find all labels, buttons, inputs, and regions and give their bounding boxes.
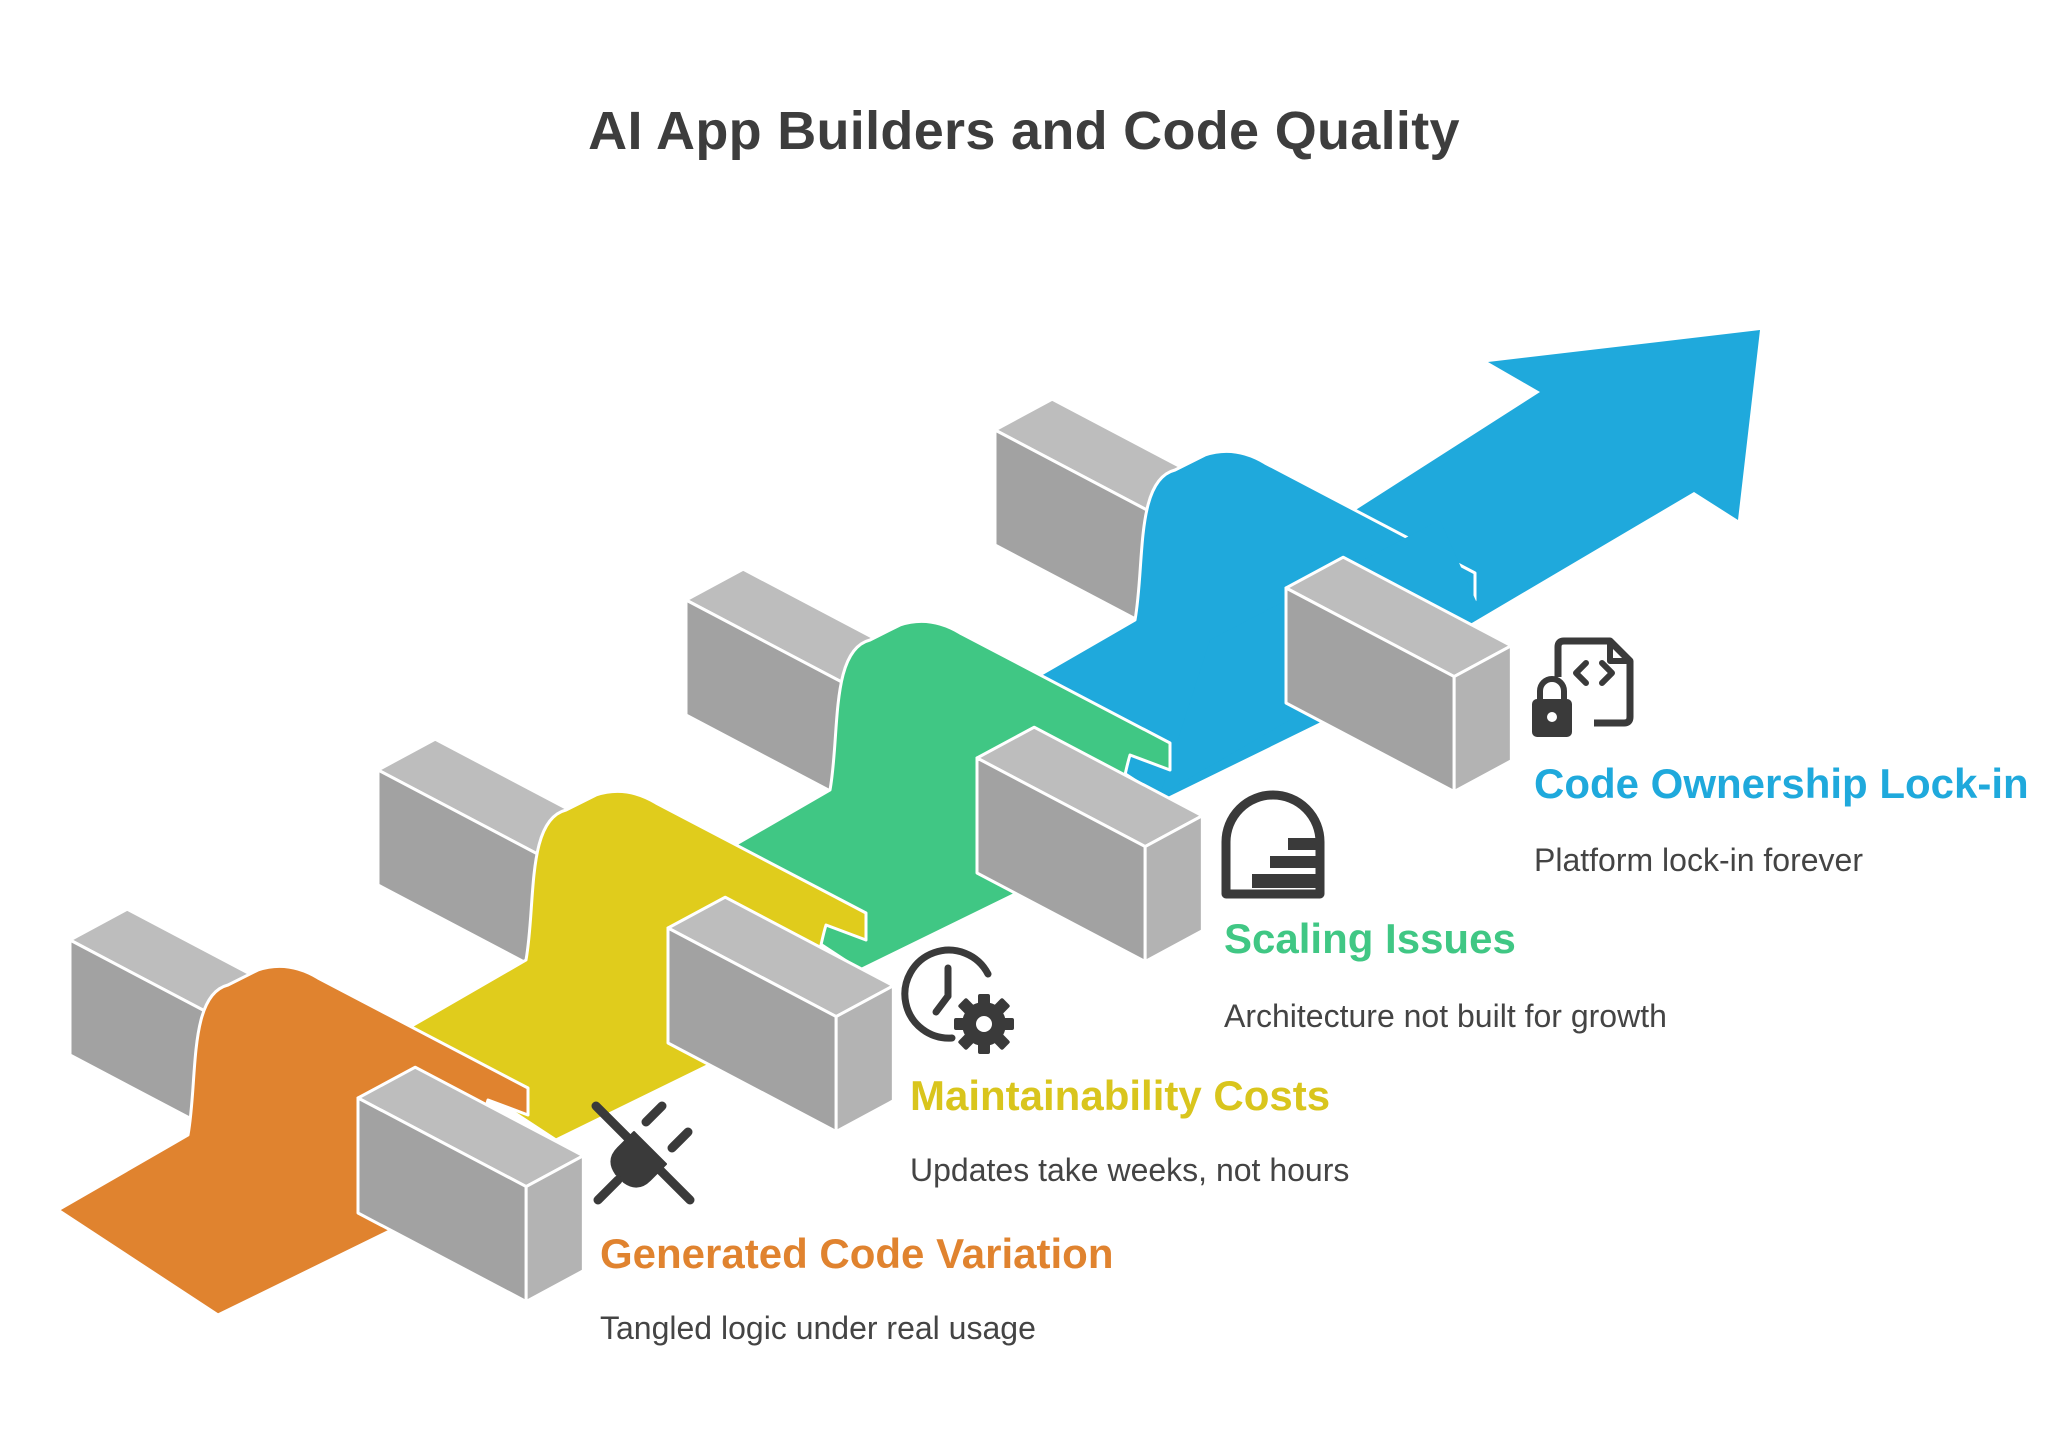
step-desc-maintainability-costs: Updates take weeks, not hours [910,1152,1350,1188]
block-front-1-end [524,1154,585,1304]
step-title-maintainability-costs: Maintainability Costs [910,1072,1331,1119]
block-front-3-end [1143,814,1204,964]
step-desc-generated-code-variation: Tangled logic under real usage [600,1310,1036,1346]
clock-gear-icon [901,946,1014,1054]
page-title: AI App Builders and Code Quality [588,101,1460,161]
block-front-2-end [834,984,895,1134]
unplugged-plug-icon [591,1101,695,1205]
step-title-code-ownership-lock-in: Code Ownership Lock-in [1534,760,2029,807]
step-title-generated-code-variation: Generated Code Variation [600,1230,1114,1277]
locked-code-file-icon [1532,637,1634,737]
scaling-stairs-icon [1221,790,1325,899]
step-title-scaling-issues: Scaling Issues [1224,915,1516,962]
block-front-4-end [1452,644,1513,794]
step-desc-scaling-issues: Architecture not built for growth [1224,998,1667,1034]
step-desc-code-ownership-lock-in: Platform lock-in forever [1534,842,1863,878]
